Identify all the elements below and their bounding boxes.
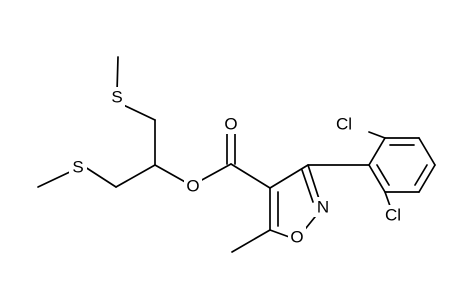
atom-sulfur-top: S bbox=[109, 87, 125, 107]
bond-aryl-cl-top bbox=[368, 131, 386, 139]
atom-chlorine-top-label: Cl bbox=[336, 115, 352, 134]
atom-oxygen-ring-label: O bbox=[290, 228, 303, 247]
atom-labels-layer: S S O O O N Cl bbox=[69, 87, 407, 247]
atom-sulfur-top-backdrop bbox=[109, 87, 125, 107]
bond-aryl-inner-c bbox=[376, 164, 390, 186]
atom-sulfur-top-label: S bbox=[111, 88, 122, 107]
atom-nitrogen-ring: N bbox=[314, 197, 332, 217]
bond-c-carbonyl-c4 bbox=[230, 163, 271, 189]
atom-nitrogen-ring-label: N bbox=[317, 198, 329, 217]
atom-nitrogen-ring-backdrop bbox=[314, 197, 332, 217]
atom-chlorine-bottom: Cl bbox=[379, 205, 407, 225]
bond-aryl-c6-c1 bbox=[368, 164, 386, 193]
atom-chlorine-top-backdrop bbox=[330, 114, 358, 134]
bond-ch2-bottom-ch bbox=[115, 164, 156, 188]
atom-oxygen-ring: O bbox=[288, 227, 306, 247]
bonds-layer bbox=[37, 56, 436, 253]
atom-chlorine-bottom-backdrop bbox=[379, 205, 407, 225]
bond-aryl-c1-c2 bbox=[368, 137, 386, 166]
atom-chlorine-top: Cl bbox=[330, 114, 358, 134]
bond-c4-c3 bbox=[269, 164, 309, 189]
atom-sulfur-left-label: S bbox=[72, 158, 83, 177]
bond-ch3-s-top bbox=[116, 56, 119, 93]
atom-oxygen-carbonyl-backdrop bbox=[222, 114, 240, 134]
bond-ch3-s-left bbox=[37, 169, 75, 188]
bond-c5-methyl bbox=[231, 229, 271, 253]
bond-aryl-c3-c4 bbox=[418, 137, 436, 166]
bond-aryl-inner-b bbox=[414, 164, 428, 186]
atom-chlorine-bottom-label: Cl bbox=[385, 206, 401, 225]
bond-ch-o-ester bbox=[154, 164, 188, 184]
atom-oxygen-carbonyl: O bbox=[222, 114, 240, 134]
bond-s-left-ch2 bbox=[81, 164, 117, 188]
bond-n-c3-b bbox=[301, 169, 314, 203]
bond-o-ester-c-carbonyl bbox=[199, 163, 232, 182]
atom-oxygen-ester-label: O bbox=[186, 177, 199, 196]
atom-sulfur-left: S bbox=[69, 157, 87, 177]
atom-oxygen-ring-backdrop bbox=[288, 227, 306, 247]
bond-aryl-c4-c5 bbox=[418, 164, 436, 193]
atom-oxygen-ester: O bbox=[184, 176, 202, 196]
bond-n-c3-a bbox=[307, 164, 321, 203]
atom-oxygen-carbonyl-label: O bbox=[224, 115, 237, 134]
bond-aryl-cl-bottom bbox=[384, 191, 391, 207]
atom-sulfur-left-backdrop bbox=[69, 157, 87, 177]
atom-oxygen-ester-backdrop bbox=[184, 176, 202, 196]
